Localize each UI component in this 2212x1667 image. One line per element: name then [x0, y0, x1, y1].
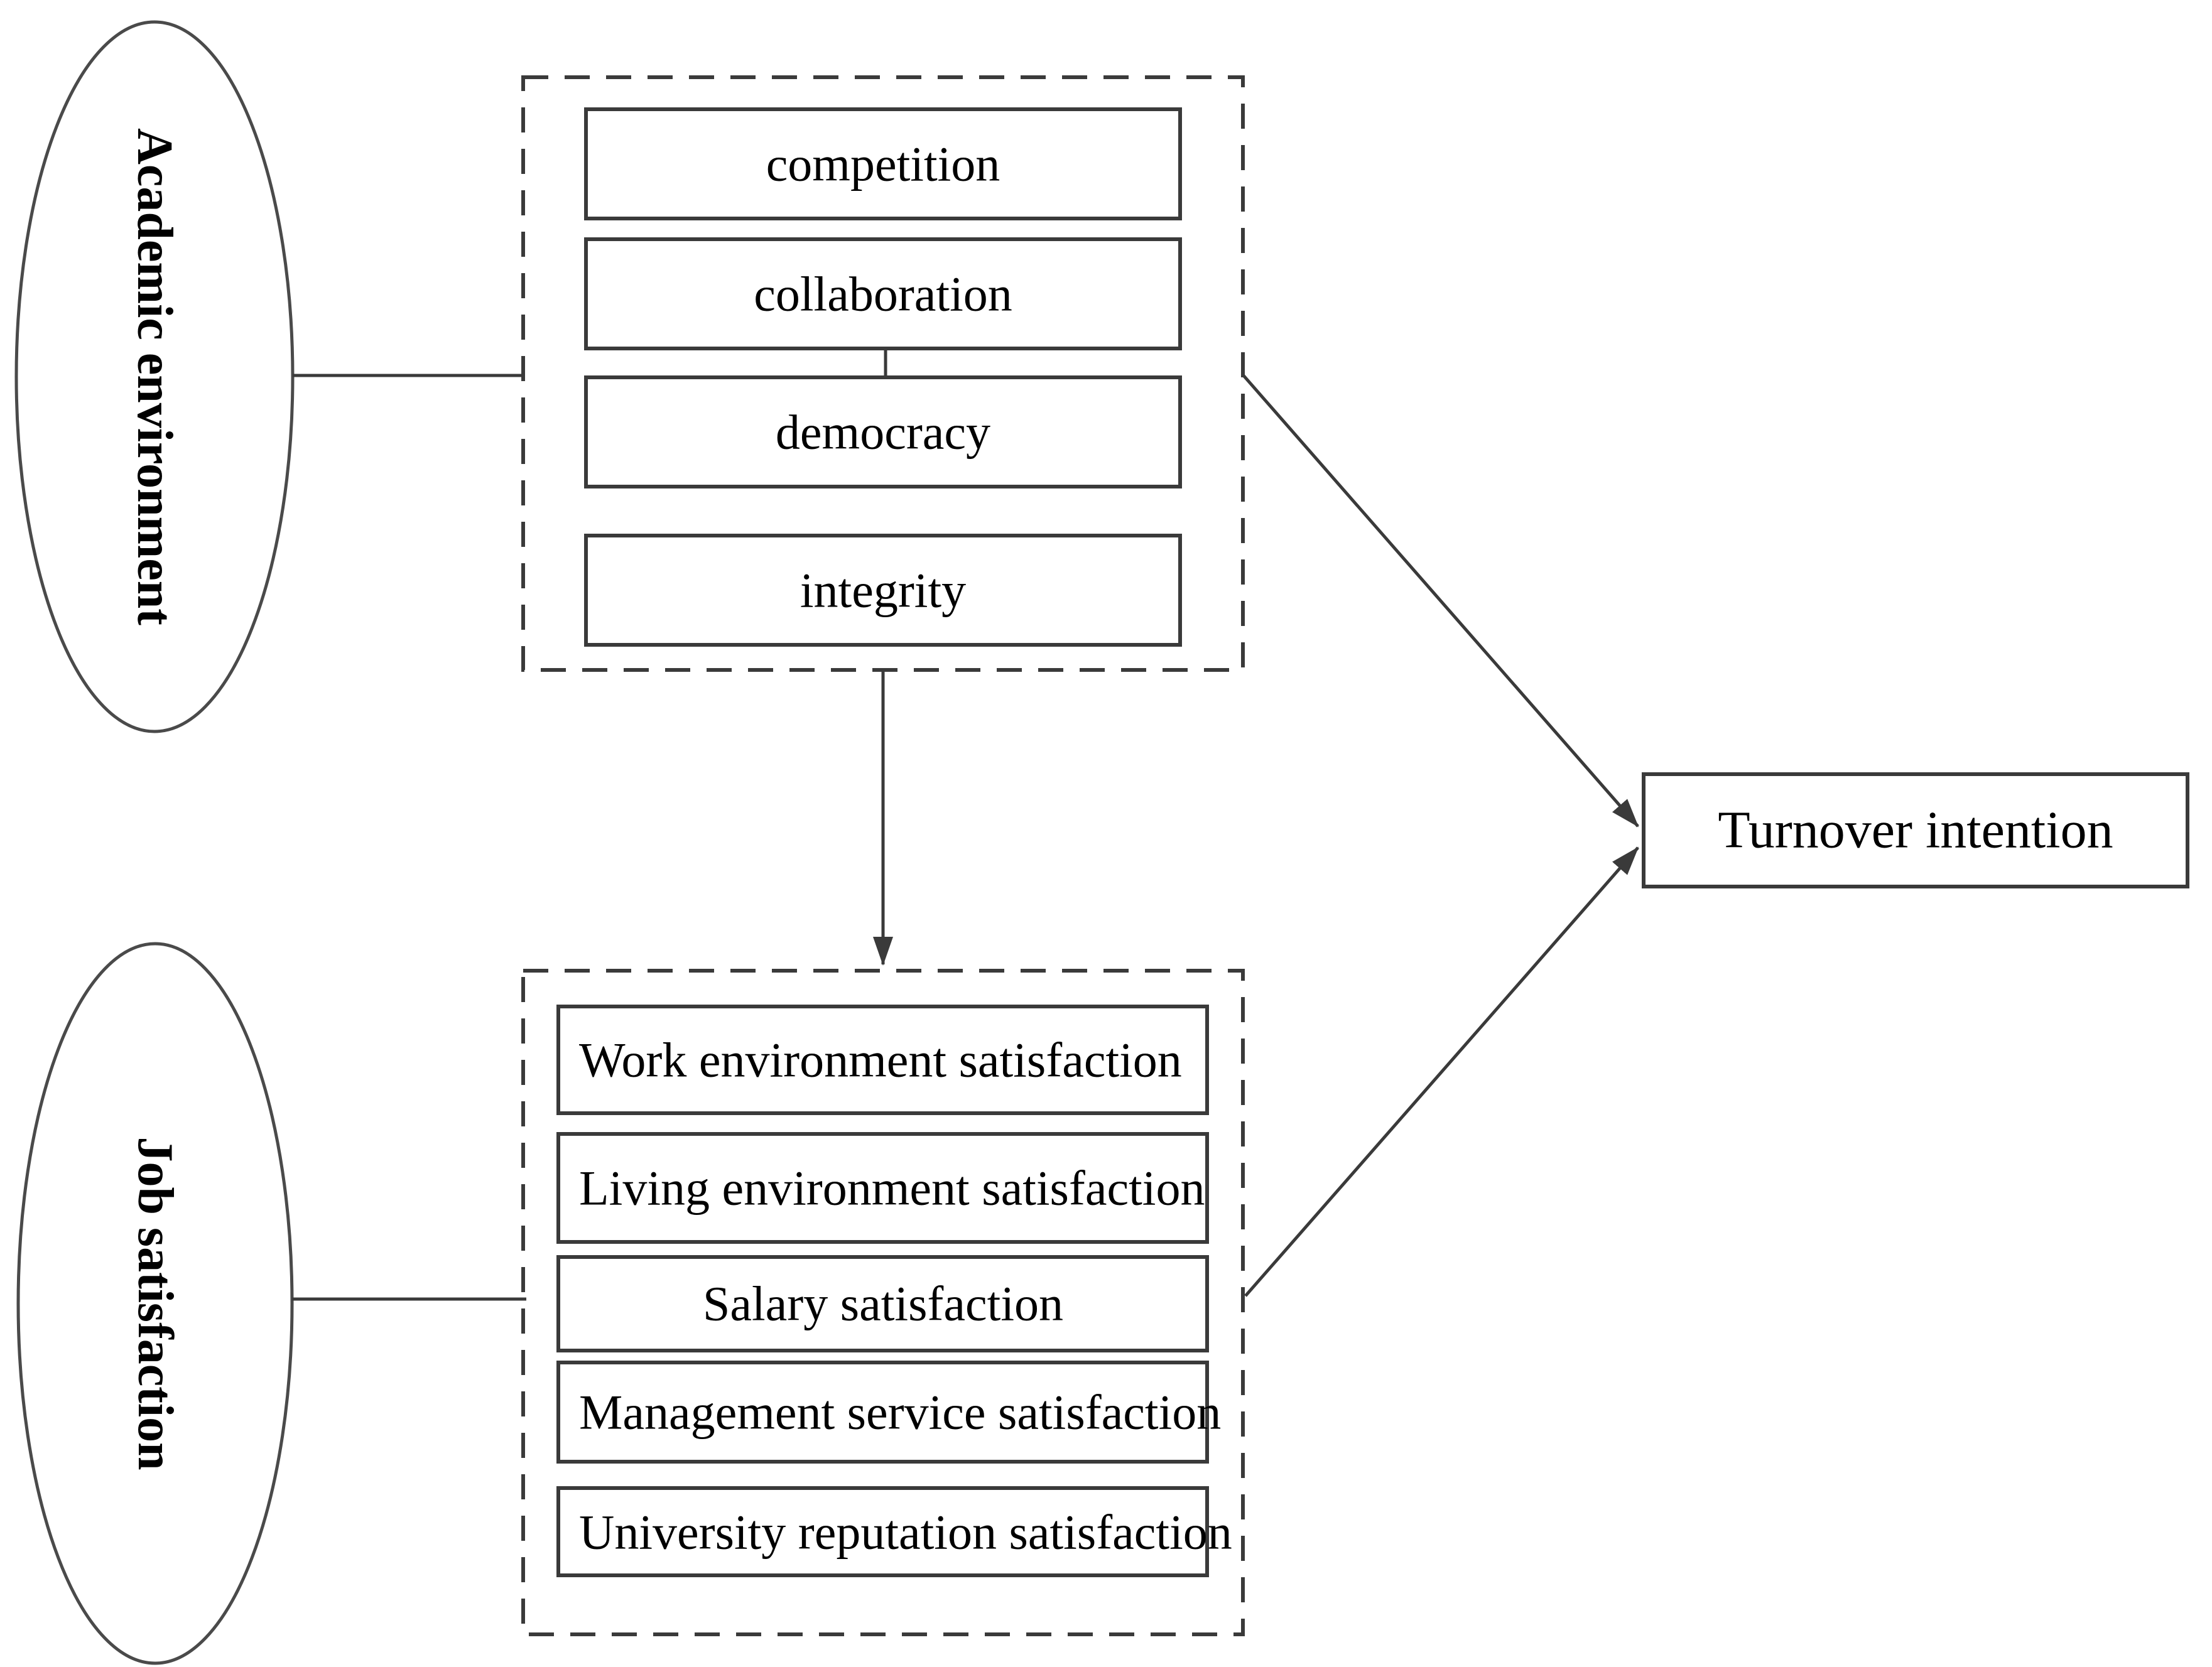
- living-environment-satisfaction-box: [556, 1132, 1209, 1244]
- competition-box: [584, 107, 1182, 220]
- work-environment-satisfaction-label: Work environment satisfaction: [579, 1033, 1182, 1087]
- university-reputation-satisfaction-label: University reputation satisfaction: [579, 1505, 1232, 1560]
- salary-satisfaction-label: Salary satisfaction: [703, 1276, 1063, 1331]
- work-environment-satisfaction-box: [556, 1005, 1209, 1115]
- living-environment-satisfaction-label: Living environment satisfaction: [579, 1161, 1205, 1216]
- arrow-job-to-turnover: [1244, 846, 1639, 1297]
- democracy-box: [584, 375, 1182, 488]
- academic-environment-label: Academic environment: [127, 128, 182, 625]
- salary-satisfaction-box: [556, 1255, 1209, 1352]
- turnover-intention-label: Turnover intention: [1718, 801, 2113, 860]
- job-indicators-group-box: [521, 969, 1245, 1636]
- integrity-label: integrity: [800, 563, 966, 618]
- democracy-label: democracy: [776, 405, 990, 460]
- turnover-intention-box: [1642, 772, 2189, 888]
- integrity-box: [584, 534, 1182, 647]
- collaboration-label: collaboration: [754, 267, 1012, 321]
- arrow-academic-to-turnover: [1242, 374, 1639, 828]
- university-reputation-satisfaction-box: [556, 1486, 1209, 1577]
- job-satisfaction-label: Job satisfaction: [127, 1136, 183, 1470]
- job-satisfaction-ellipse: [16, 942, 294, 1665]
- management-service-satisfaction-box: [556, 1361, 1209, 1464]
- collaboration-box: [584, 237, 1182, 350]
- management-service-satisfaction-label: Management service satisfaction: [579, 1385, 1221, 1440]
- competition-label: competition: [766, 137, 1000, 192]
